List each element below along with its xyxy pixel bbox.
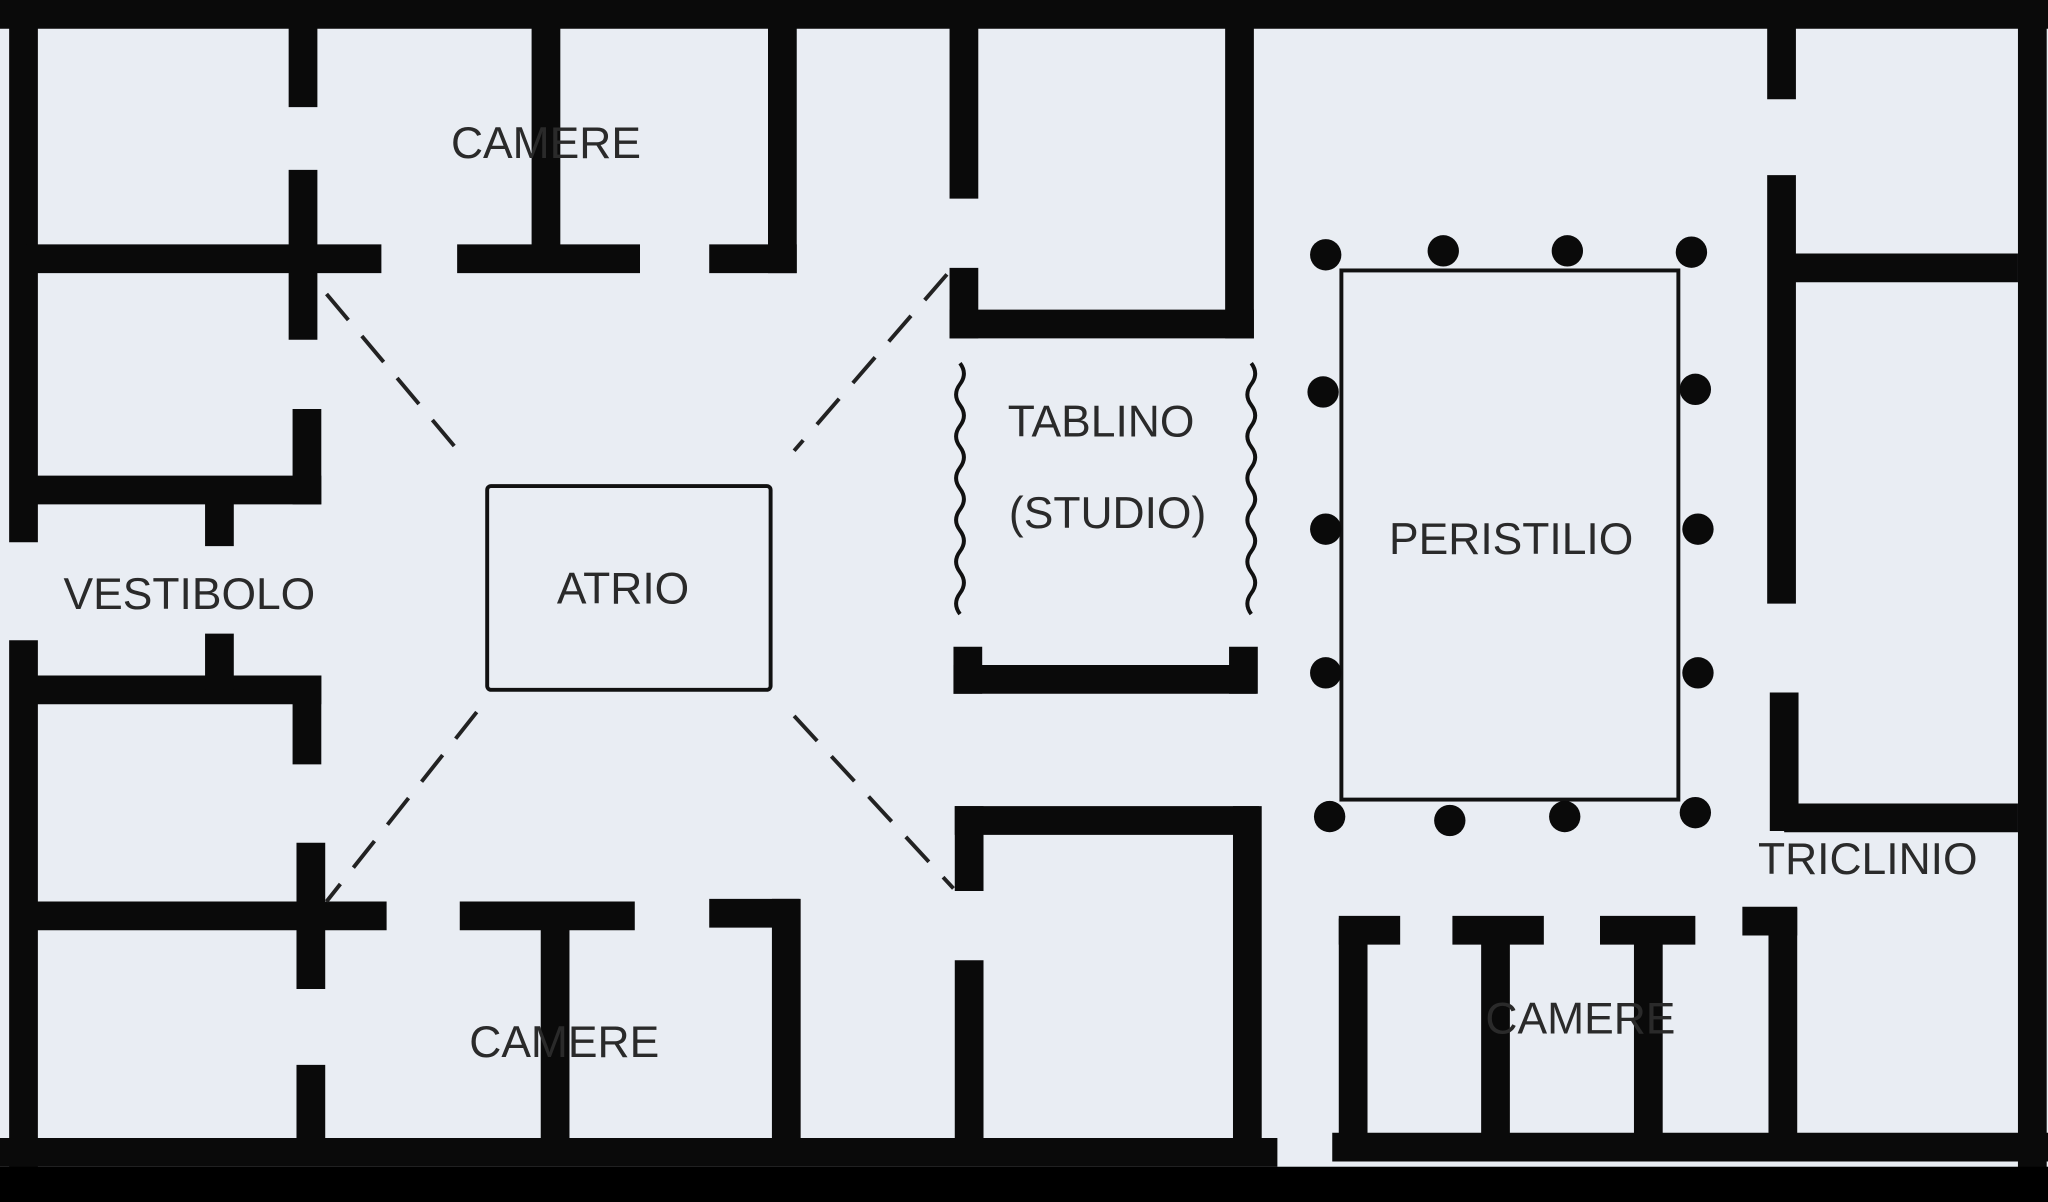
dashed-line: [792, 714, 955, 890]
peristilio-garden: [1339, 268, 1681, 802]
curtains: [954, 362, 1258, 616]
label-camere-top: CAMERE: [451, 119, 641, 168]
column: [1682, 513, 1714, 545]
column: [1679, 373, 1712, 406]
label-triclinio: TRICLINIO: [1758, 835, 1978, 884]
column: [1675, 236, 1708, 268]
column: [1310, 513, 1342, 545]
column: [1549, 800, 1581, 833]
sightlines: [324, 273, 955, 903]
label-peristilio: PERISTILIO: [1389, 515, 1633, 564]
column: [1551, 235, 1584, 267]
label-camere-bottom-right: CAMERE: [1485, 994, 1675, 1043]
curtain-right: [1245, 362, 1258, 616]
label-atrio: ATRIO: [557, 565, 689, 614]
column: [1310, 239, 1342, 271]
curtain-left: [954, 362, 966, 616]
label-studio: (STUDIO): [1009, 489, 1206, 538]
column: [1310, 657, 1342, 689]
dashed-line: [325, 292, 466, 459]
column: [1427, 235, 1459, 267]
label-vestibolo: VESTIBOLO: [64, 570, 316, 619]
column: [1682, 657, 1714, 689]
atrio-impluvium: [485, 484, 773, 692]
dashed-line: [792, 273, 949, 453]
label-camere-bottom-left: CAMERE: [469, 1018, 659, 1067]
column: [1307, 376, 1339, 408]
label-tablino: TABLINO: [1008, 397, 1195, 446]
column: [1679, 796, 1712, 829]
column: [1313, 800, 1346, 833]
columns: [1307, 235, 1714, 837]
bottom-border: [0, 1166, 2048, 1202]
room-labels: CAMERE VESTIBOLO ATRIO TABLINO (STUDIO) …: [64, 119, 1978, 1067]
column: [1434, 804, 1466, 837]
dashed-line: [324, 710, 479, 903]
